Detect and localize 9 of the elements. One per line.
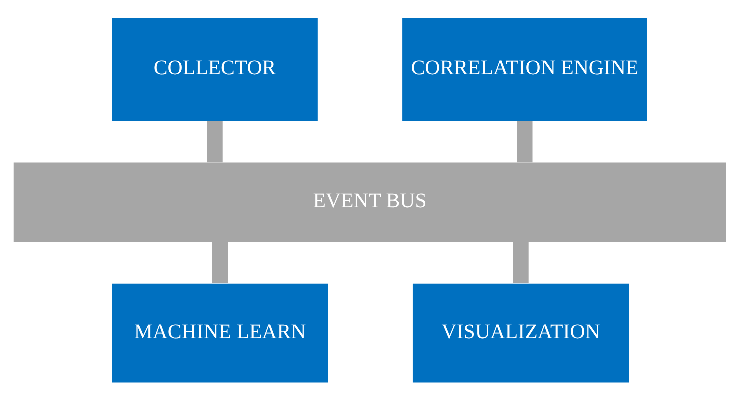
connector [207, 121, 223, 163]
connector [212, 242, 228, 284]
node-box: COLLECTOR [112, 18, 318, 122]
node-box: CORRELATION ENGINE [402, 18, 648, 122]
node-box: EVENT BUS [14, 162, 726, 242]
node-box: MACHINE LEARN [112, 284, 328, 383]
connector [517, 121, 533, 163]
connector [513, 242, 529, 284]
node-box: VISUALIZATION [412, 284, 630, 383]
